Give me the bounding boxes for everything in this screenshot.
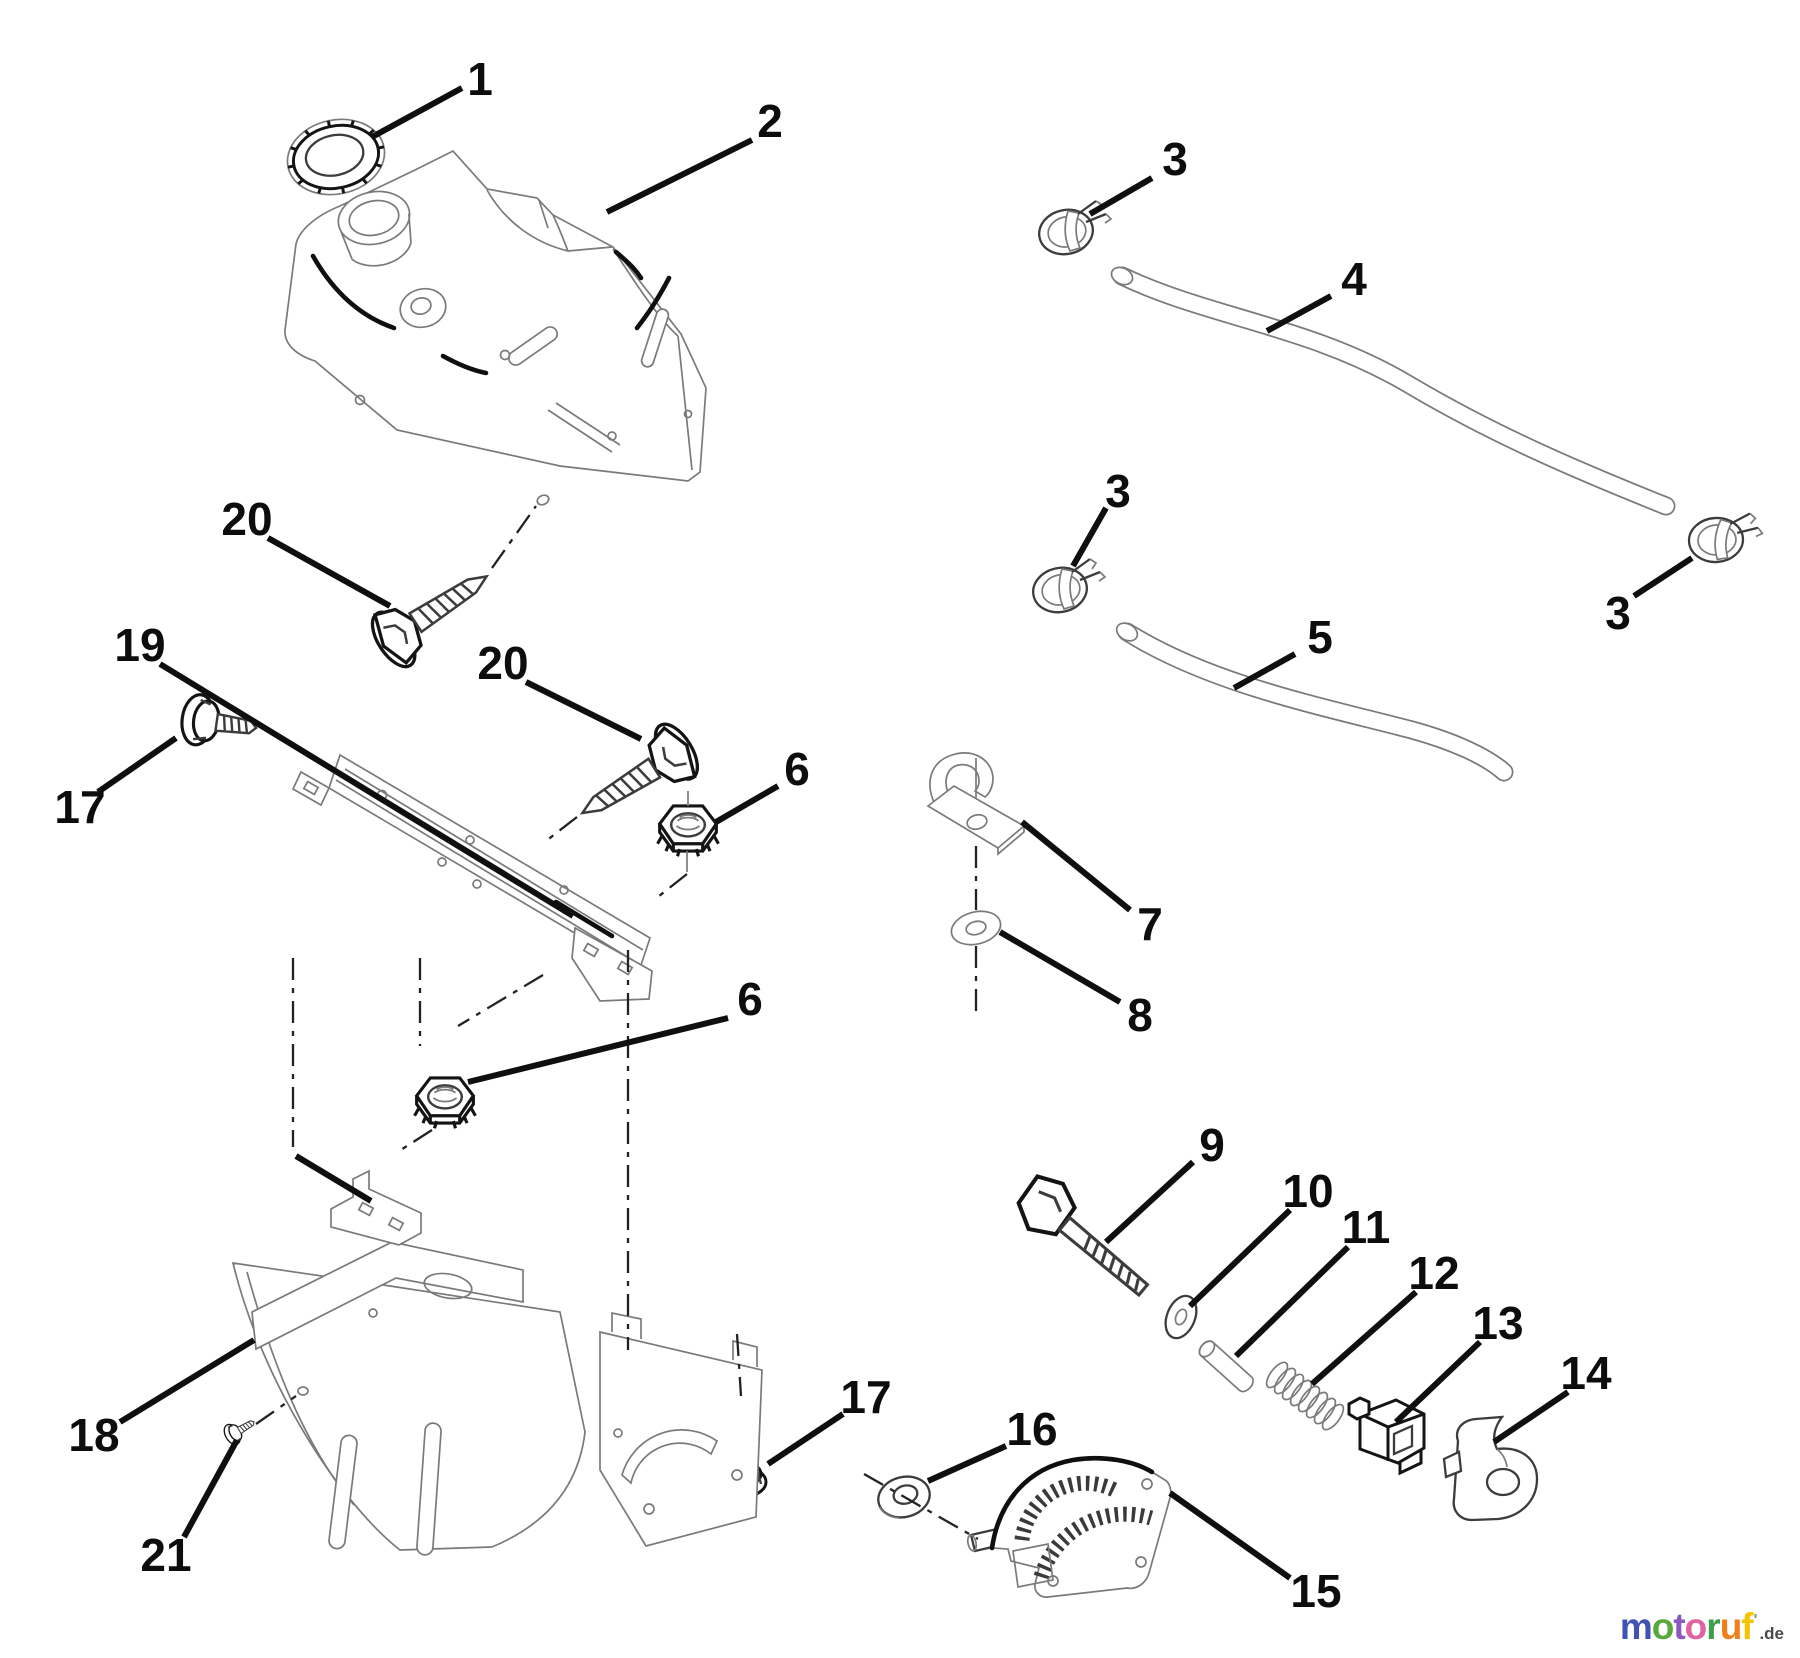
watermark-letter: .de xyxy=(1759,1624,1784,1643)
leader-hex-bolt xyxy=(1103,1159,1196,1245)
leader-fuel-line-short xyxy=(1232,651,1297,691)
leader-spring xyxy=(1310,1289,1418,1387)
watermark-logo: motoruf'.de xyxy=(1620,1606,1784,1648)
callout-shoulder-washer: 16 xyxy=(1006,1403,1057,1455)
leader-screw-right xyxy=(766,1411,845,1467)
leader-flat-washer xyxy=(998,929,1122,1005)
leader-pin xyxy=(1233,1244,1351,1359)
callout-spring: 12 xyxy=(1408,1247,1459,1299)
interlock-switch-drawing xyxy=(1347,1396,1426,1476)
watermark-letter: f xyxy=(1741,1606,1753,1647)
switch-keeper-drawing xyxy=(1442,1415,1539,1522)
fuel-cap-drawing xyxy=(286,118,386,196)
leader-interlock-switch xyxy=(1393,1339,1483,1425)
assembly-pointer-line xyxy=(294,1153,373,1204)
leader-screw-left xyxy=(96,735,178,795)
dash-panel-drawing xyxy=(231,1261,586,1556)
leader-lock-nut-upper xyxy=(714,783,780,825)
lock-nut-upper-drawing xyxy=(655,804,721,858)
callout-flat-washer: 8 xyxy=(1127,989,1153,1041)
watermark-letter: ' xyxy=(1753,1612,1758,1629)
callout-fuel-tank: 2 xyxy=(757,95,783,147)
callout-dash-panel: 18 xyxy=(68,1409,119,1461)
support-bracket-drawing xyxy=(291,753,653,1002)
callout-throttle-plate: 15 xyxy=(1290,1565,1341,1617)
leader-screw-small xyxy=(181,1438,240,1539)
dash-side-wall-drawing xyxy=(599,1311,763,1547)
spring-drawing xyxy=(1265,1361,1345,1431)
watermark-letter: o xyxy=(1651,1606,1675,1647)
washer-drawing xyxy=(1164,1294,1198,1340)
watermark-letter: u xyxy=(1719,1606,1743,1647)
callout-hose-clamp-right: 3 xyxy=(1605,587,1631,639)
watermark-letter: r xyxy=(1706,1606,1720,1647)
leader-cable-clamp xyxy=(1020,819,1132,913)
fuel-line-short-drawing xyxy=(1115,622,1514,782)
callout-bracket-screw: 19 xyxy=(114,619,165,671)
assembly-centerlines xyxy=(255,505,979,1540)
watermark-letter: t xyxy=(1673,1606,1685,1647)
callout-lock-nut-upper: 6 xyxy=(784,743,810,795)
leader-fuel-line-long xyxy=(1265,293,1333,334)
hex-bolt-drawing xyxy=(1008,1168,1162,1310)
leader-bracket-screw xyxy=(158,661,575,919)
callout-fuel-line-short: 5 xyxy=(1307,611,1333,663)
callout-lag-screw-lower: 20 xyxy=(477,637,528,689)
callout-switch-keeper: 14 xyxy=(1560,1347,1612,1399)
callout-hex-bolt: 9 xyxy=(1199,1119,1225,1171)
leader-hose-clamp-middle xyxy=(1070,506,1109,568)
callout-fuel-cap: 1 xyxy=(467,53,493,105)
pin-drawing xyxy=(1198,1340,1254,1393)
hose-clamp-right-drawing xyxy=(1680,503,1767,575)
callout-numbers: 1 2 3 4 3 5 3 20 19 17 20 6 7 8 6 9 10 1… xyxy=(54,53,1630,1617)
callout-screw-right: 17 xyxy=(840,1371,891,1423)
leader-throttle-plate xyxy=(1168,1490,1292,1581)
leader-switch-keeper xyxy=(1492,1389,1570,1445)
leader-shoulder-washer xyxy=(926,1443,1008,1484)
leader-hose-clamp-upper xyxy=(1088,175,1154,217)
callout-interlock-switch: 13 xyxy=(1472,1297,1523,1349)
callout-lag-screw-upper: 20 xyxy=(221,493,272,545)
leader-washer xyxy=(1187,1207,1293,1309)
leader-fuel-tank xyxy=(605,137,754,215)
watermark-letter: o xyxy=(1684,1606,1708,1647)
leader-lock-nut-lower xyxy=(467,1015,729,1085)
throttle-plate-drawing xyxy=(966,1455,1172,1598)
leader-dash-panel xyxy=(118,1337,256,1425)
screw-small-drawing xyxy=(220,1411,261,1448)
leader-fuel-cap xyxy=(370,85,464,140)
leader-lag-screw-lower xyxy=(524,679,643,742)
leader-lag-screw-upper xyxy=(266,535,392,609)
filler-neck-drawing xyxy=(337,190,412,267)
leader-hose-clamp-right xyxy=(1632,555,1694,599)
watermark-letter: m xyxy=(1619,1606,1653,1647)
flat-washer-drawing xyxy=(950,910,1002,946)
callout-hose-clamp-upper: 3 xyxy=(1162,133,1188,185)
callout-lock-nut-lower: 6 xyxy=(737,973,763,1025)
callout-screw-small: 21 xyxy=(140,1529,191,1581)
callout-washer: 10 xyxy=(1282,1165,1333,1217)
callout-cable-clamp: 7 xyxy=(1137,898,1163,950)
lock-nut-lower-drawing xyxy=(412,1076,478,1130)
callout-fuel-line-long: 4 xyxy=(1341,253,1367,305)
callout-pin: 11 xyxy=(1342,1201,1391,1253)
leader-lines xyxy=(96,85,1694,1581)
fuel-line-long-drawing xyxy=(1110,266,1676,516)
hose-clamp-middle-drawing xyxy=(1027,557,1107,619)
callout-screw-left: 17 xyxy=(54,781,105,833)
callout-hose-clamp-middle: 3 xyxy=(1105,465,1131,517)
